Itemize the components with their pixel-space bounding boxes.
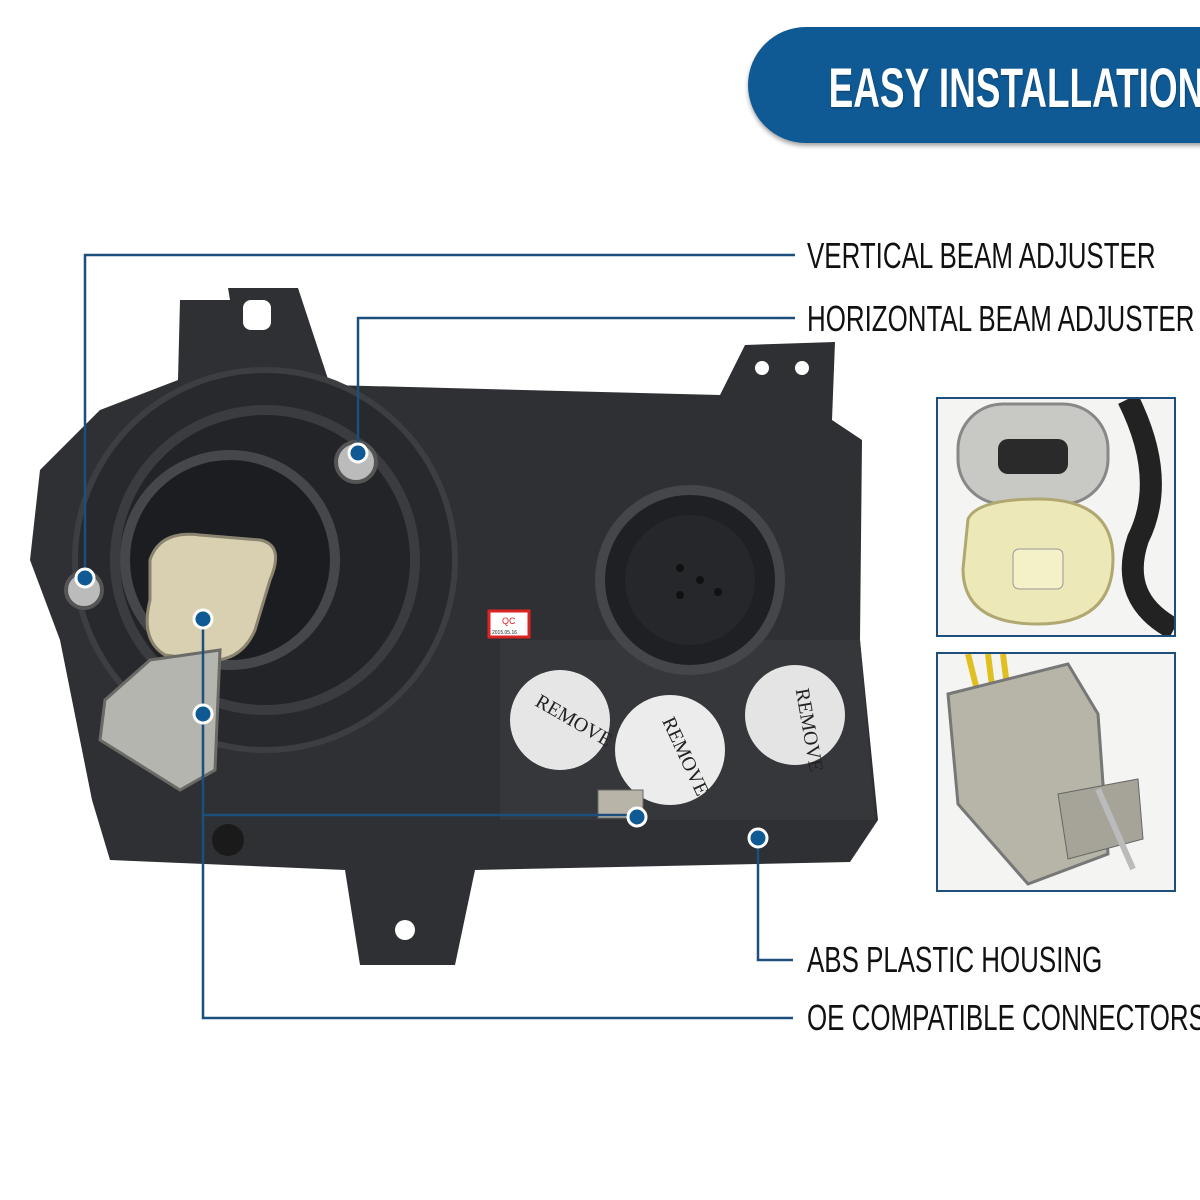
label-abs-plastic-housing: ABS PLASTIC HOUSING <box>807 939 1103 980</box>
label-horizontal-beam-adjuster: HORIZONTAL BEAM ADJUSTER <box>807 298 1195 339</box>
qc-date: 2015.05.16 <box>492 630 517 636</box>
easy-installation-banner: EASY INSTALLATION <box>748 27 1200 143</box>
inset-wire-connector-photo <box>936 652 1176 892</box>
callout-dots <box>74 442 769 849</box>
inset-h1-connector-photo <box>936 397 1176 637</box>
label-oe-compatible-connectors: OE COMPATIBLE CONNECTORS <box>807 997 1200 1038</box>
qc-label: QC <box>502 616 516 626</box>
leader-lines <box>83 253 795 1020</box>
label-vertical-beam-adjuster: VERTICAL BEAM ADJUSTER <box>807 235 1156 276</box>
banner-title: EASY INSTALLATION <box>828 56 1200 119</box>
